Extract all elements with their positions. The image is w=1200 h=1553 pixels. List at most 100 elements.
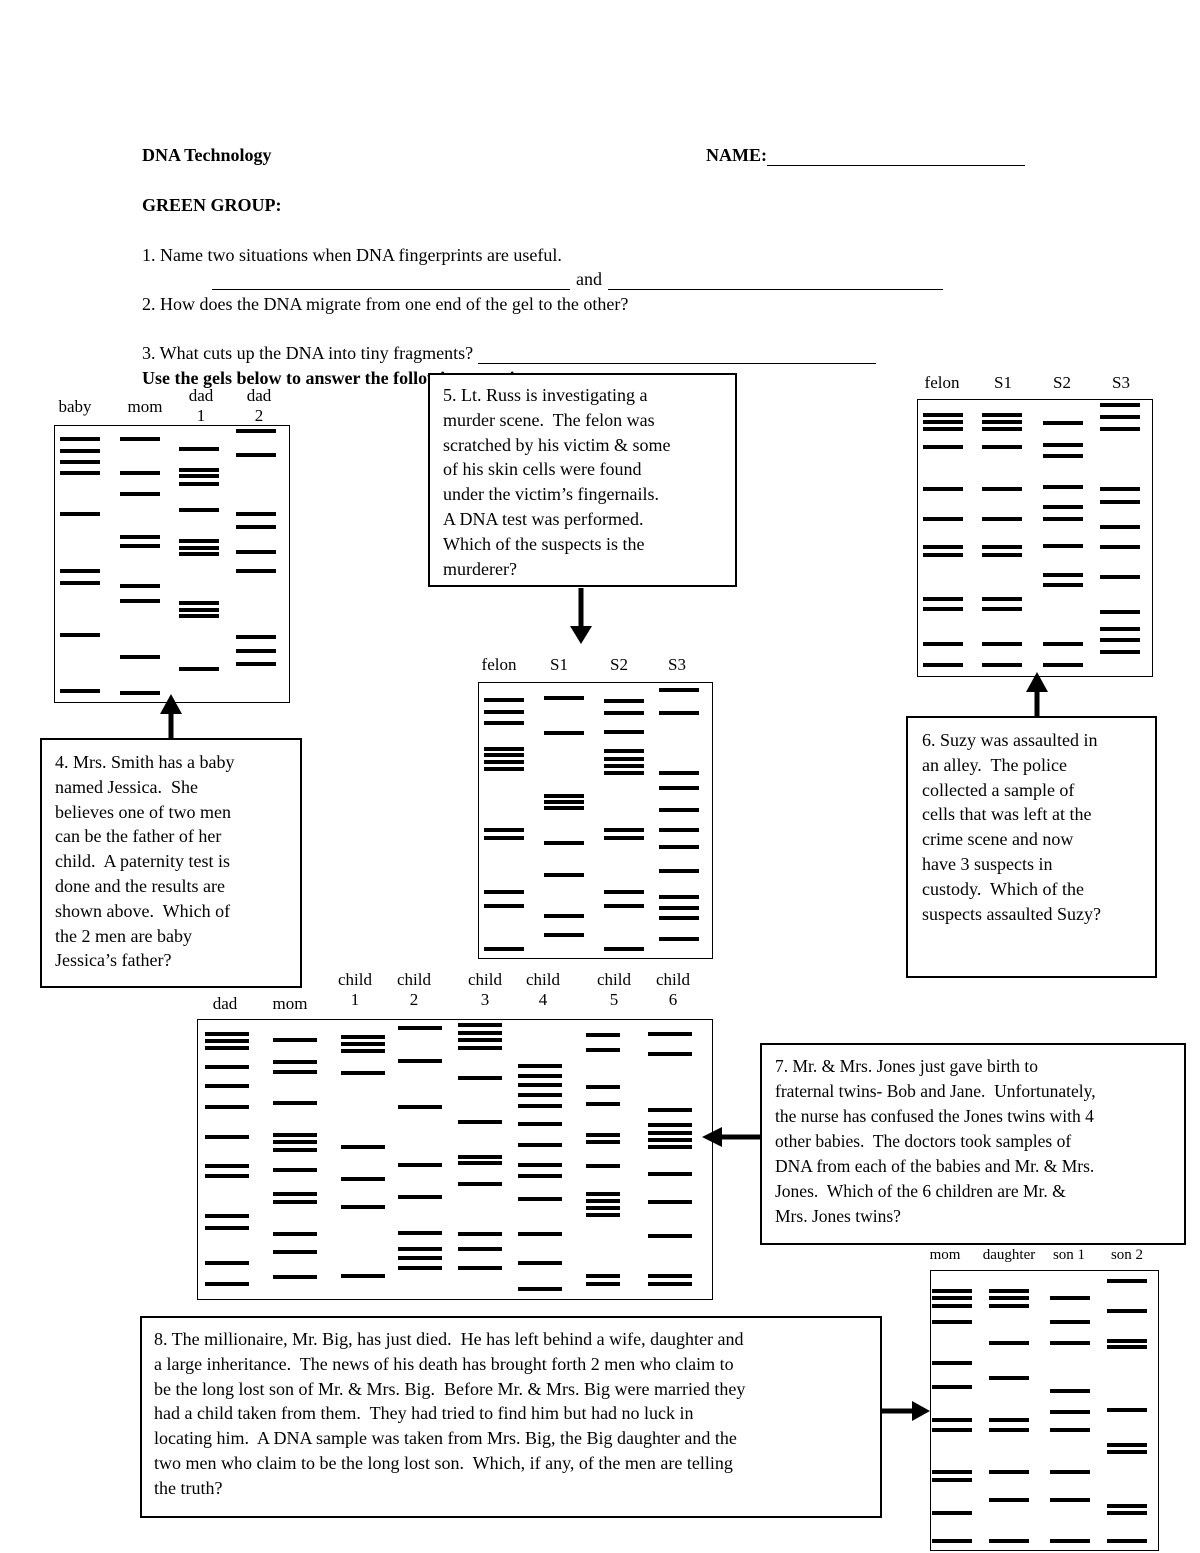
gel-band [982, 413, 1022, 417]
gel-band [273, 1038, 317, 1042]
gel-band [648, 1274, 692, 1278]
gel-band [205, 1214, 249, 1218]
gel-band [484, 828, 524, 832]
gel-band [60, 449, 100, 453]
gel-band [932, 1304, 972, 1308]
gel-band [923, 517, 963, 521]
gel-band [458, 1046, 502, 1050]
gel-band [989, 1376, 1029, 1380]
gel-band [586, 1102, 620, 1106]
gel7-lane-label: child 3 [468, 970, 502, 1009]
gel-band [273, 1133, 317, 1137]
gel-band [273, 1200, 317, 1204]
gel-band [586, 1140, 620, 1144]
gel-band [1100, 487, 1140, 491]
gel-band [120, 535, 160, 539]
gel-band [205, 1032, 249, 1036]
gel-band [236, 649, 276, 653]
gel-band [1043, 505, 1083, 509]
gel5-lane-label: S1 [550, 655, 568, 674]
gel-band [236, 635, 276, 639]
gel-band [1050, 1296, 1090, 1300]
gel-band [518, 1261, 562, 1265]
gel-band [982, 607, 1022, 611]
gel-band [982, 420, 1022, 424]
gel-band [604, 828, 644, 832]
answer-blank-1b[interactable] [608, 272, 943, 290]
arrow-q5-down [570, 588, 592, 644]
gel-band [179, 552, 219, 556]
gel-band [923, 663, 963, 667]
gel-band [398, 1195, 442, 1199]
gel-band [518, 1163, 562, 1167]
gel-band [518, 1093, 562, 1097]
gel-band [179, 447, 219, 451]
and-text: and [576, 269, 602, 289]
gel-band [236, 453, 276, 457]
answer-blank-1a[interactable] [212, 272, 570, 290]
gel-band [659, 711, 699, 715]
gel-band [60, 581, 100, 585]
gel4-lane-label: baby [58, 397, 92, 416]
gel-band [341, 1042, 385, 1046]
gel-band [1043, 421, 1083, 425]
gel-band [60, 460, 100, 464]
gel-band [120, 691, 160, 695]
gel-band [586, 1085, 620, 1089]
gel-band [205, 1226, 249, 1230]
gel-band [1050, 1498, 1090, 1502]
gel-band [1043, 663, 1083, 667]
gel-band [648, 1200, 692, 1204]
gel-band [1050, 1389, 1090, 1393]
question-4-text: 4. Mrs. Smith has a baby named Jessica. … [55, 752, 235, 971]
gel-band [236, 550, 276, 554]
question-6-text: 6. Suzy was assaulted in an alley. The p… [922, 730, 1101, 924]
gel-band [989, 1470, 1029, 1474]
gel-band [586, 1213, 620, 1217]
gel-band [120, 437, 160, 441]
gel-band [484, 836, 524, 840]
gel-band [120, 544, 160, 548]
gel-band [1050, 1428, 1090, 1432]
gel-band [398, 1256, 442, 1260]
gel-band [1107, 1504, 1147, 1508]
gel-band [1043, 517, 1083, 521]
gel-band [1107, 1345, 1147, 1349]
gel-band [923, 545, 963, 549]
gel-band [205, 1065, 249, 1069]
gel-band [544, 873, 584, 877]
name-blank[interactable] [767, 148, 1025, 166]
gel-band [648, 1234, 692, 1238]
gel-band [341, 1071, 385, 1075]
gel-band [458, 1266, 502, 1270]
gel-band [458, 1031, 502, 1035]
gel-band [989, 1498, 1029, 1502]
gel6-lane-label: S3 [1112, 373, 1130, 392]
gel-band [659, 808, 699, 812]
gel-band [923, 420, 963, 424]
question-3-text: 3. What cuts up the DNA into tiny fragme… [142, 343, 474, 363]
gel-band [484, 721, 524, 725]
gel-assault [917, 399, 1153, 677]
gel-band [932, 1418, 972, 1422]
gel-band [586, 1164, 620, 1168]
gel-band [518, 1122, 562, 1126]
gel-band [273, 1070, 317, 1074]
gel-band [989, 1296, 1029, 1300]
gel-band [458, 1247, 502, 1251]
gel7-lane-label: child 4 [526, 970, 560, 1009]
gel-lost-son [930, 1270, 1159, 1551]
gel-band [341, 1177, 385, 1181]
gel-band [1043, 544, 1083, 548]
gel-band [932, 1289, 972, 1293]
answer-blank-3[interactable] [477, 346, 876, 364]
gel4-lane-label: dad 2 [246, 386, 272, 425]
gel-band [341, 1145, 385, 1149]
gel6-lane-label: S1 [994, 373, 1012, 392]
question-2: 2. How does the DNA migrate from one end… [142, 294, 629, 314]
gel-band [484, 767, 524, 771]
gel-band [179, 614, 219, 618]
gel-band [659, 828, 699, 832]
gel-band [1107, 1443, 1147, 1447]
question-5-box: 5. Lt. Russ is investigating a murder sc… [428, 373, 737, 587]
